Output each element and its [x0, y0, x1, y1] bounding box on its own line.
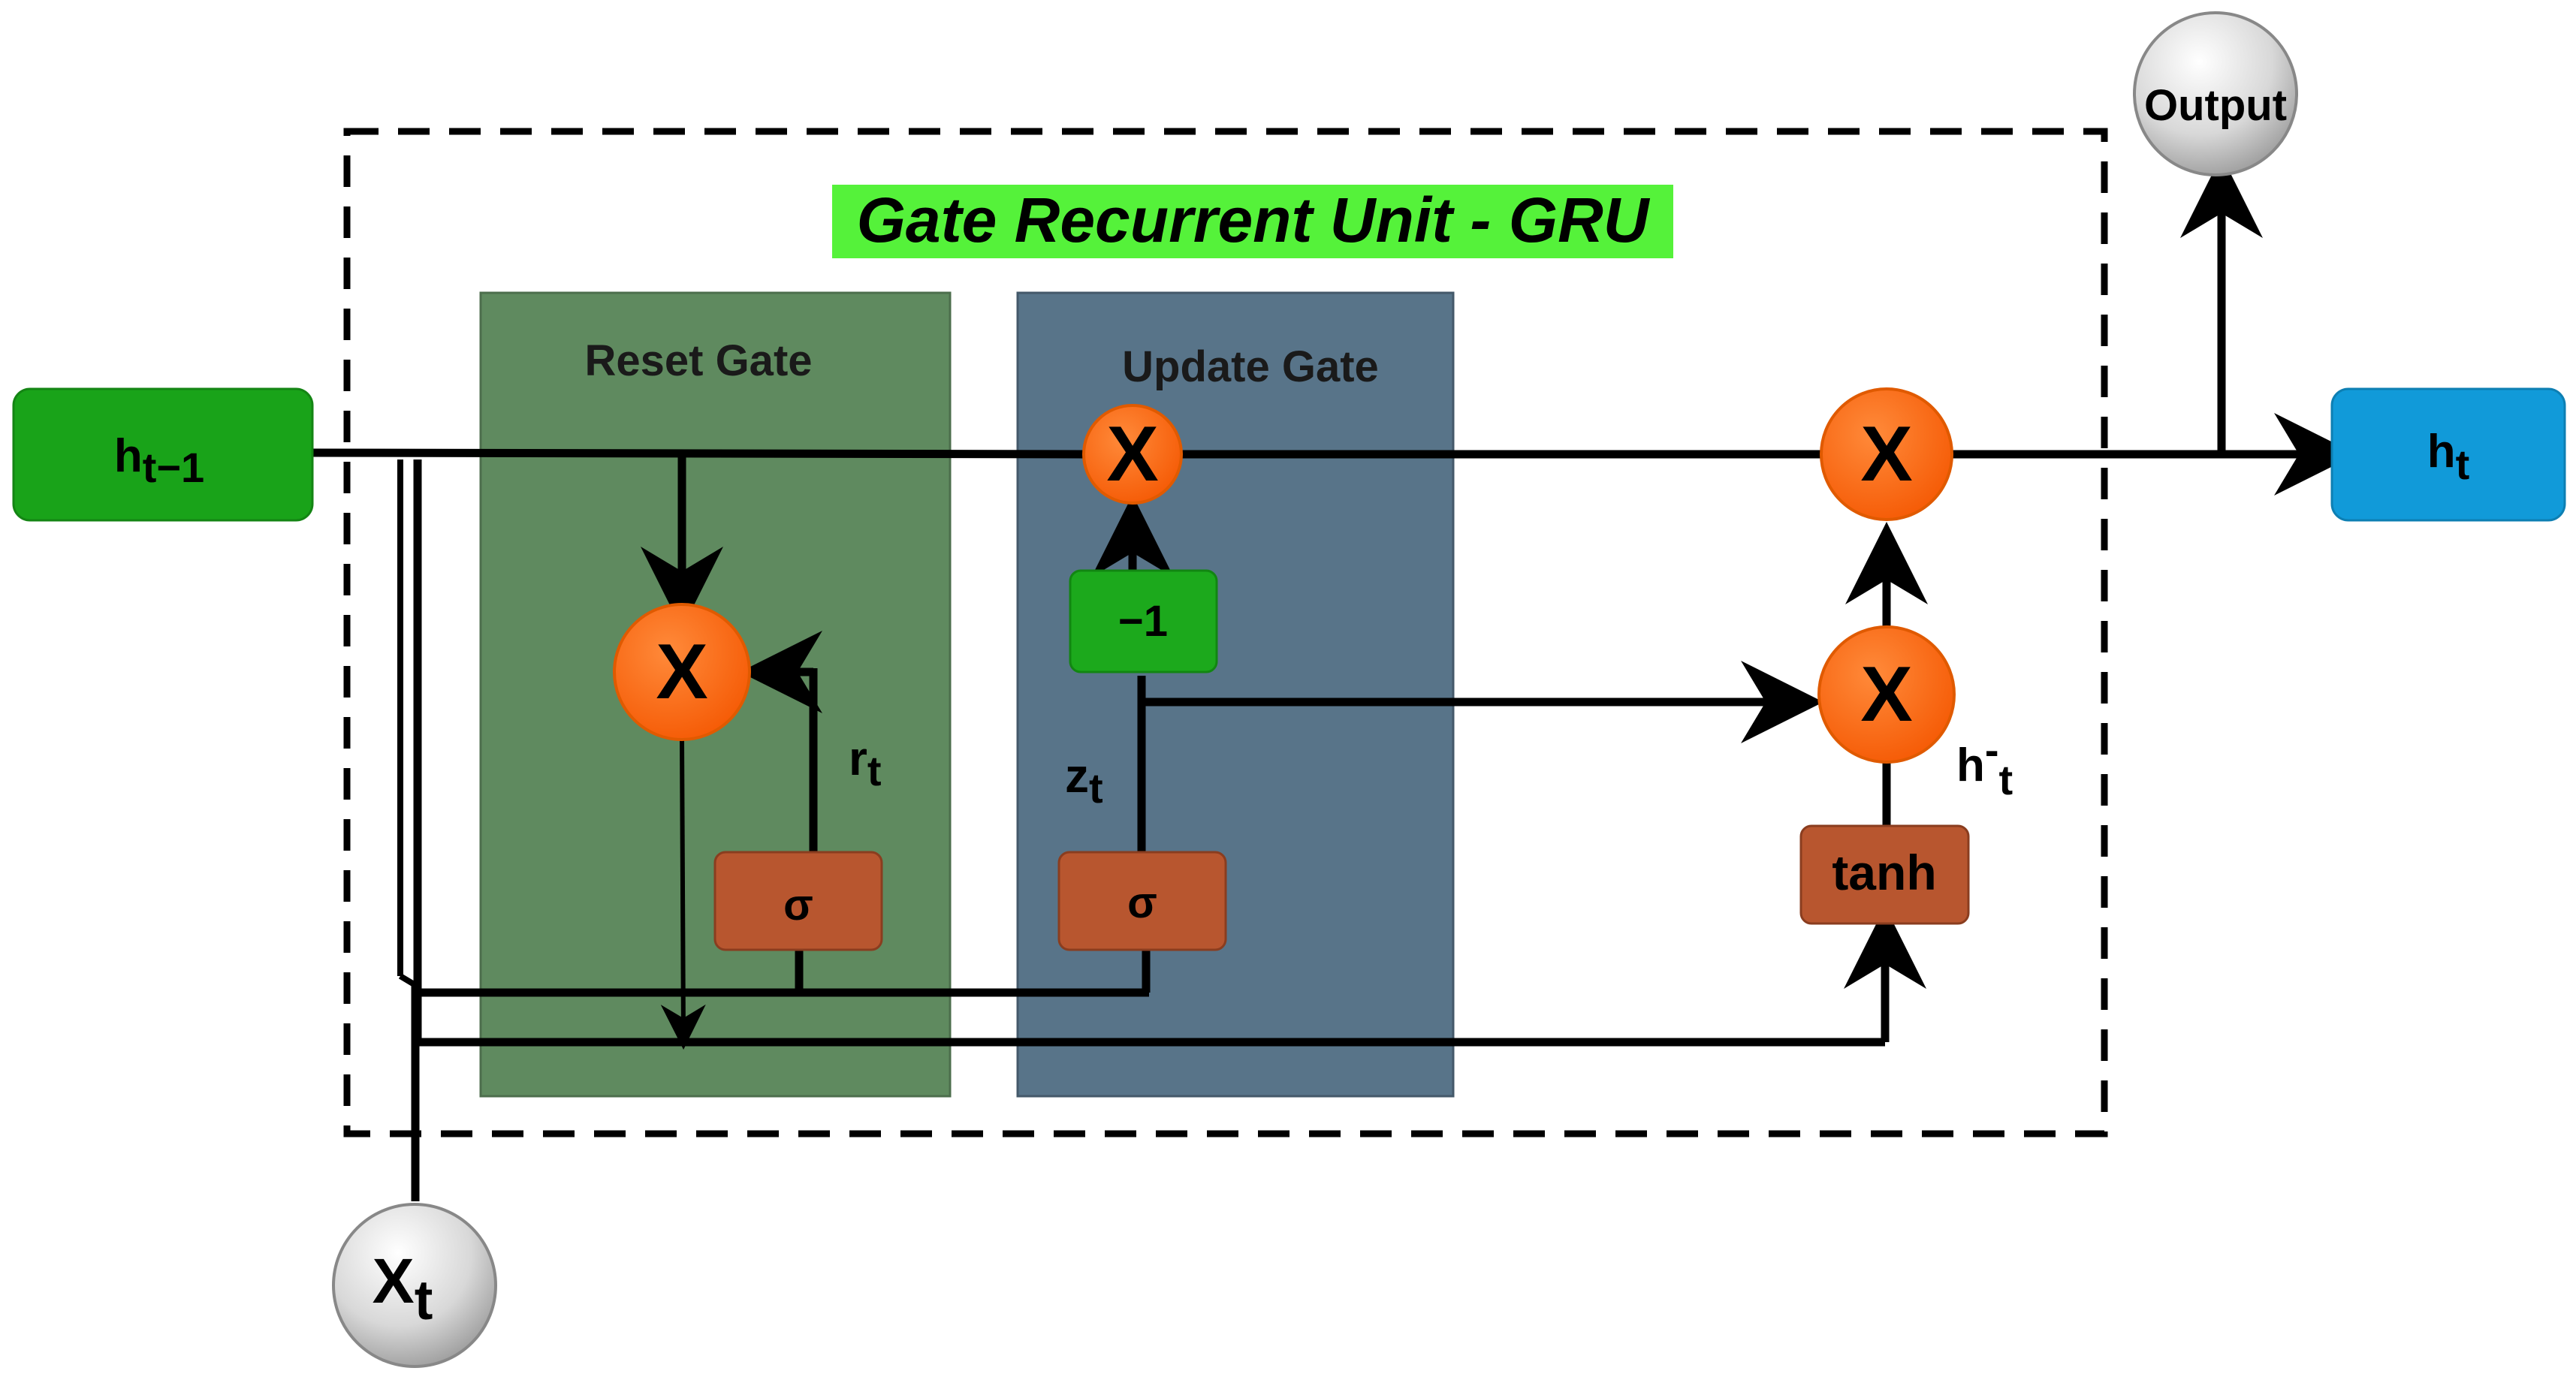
tanh-label: tanh [1832, 845, 1936, 900]
h-t-base: h [2427, 426, 2456, 478]
reset-sigma-label: σ [783, 881, 813, 930]
h-candidate-base: h [1956, 740, 1985, 791]
x-t-sub: t [415, 1269, 433, 1331]
reset-multiply-circle [613, 603, 751, 741]
update-gate-panel [1016, 291, 1455, 1098]
h-prev-base: h [114, 430, 143, 482]
minus-one-box [1069, 569, 1218, 673]
reset-sigma-box [713, 851, 883, 951]
update-sigma-label: σ [1127, 878, 1157, 927]
h-candidate-sup: - [1985, 726, 1999, 773]
tanh-box [1799, 824, 1970, 925]
update-multiply-circle [1082, 404, 1183, 505]
h-candidate-label: h-t [1956, 726, 2013, 803]
update-multiply-symbol: X [1106, 411, 1158, 498]
update-sigma-box [1057, 851, 1227, 951]
reset-multiply-down-line [660, 739, 706, 1050]
output-multiply-symbol: X [1860, 411, 1912, 498]
h-prev-node [12, 387, 314, 522]
gru-boundary [343, 128, 2108, 1137]
connection-lines [311, 155, 2357, 1201]
zt-base: z [1065, 749, 1089, 803]
zt-label: zt [1065, 749, 1103, 812]
update-gate-label: Update Gate [1122, 342, 1379, 391]
title-background [832, 185, 1673, 258]
output-multiply-circle [1820, 387, 1953, 521]
h-t-label: ht [2427, 426, 2470, 488]
hprev-line-to-update-multiply [311, 448, 1084, 459]
output-node-label: Output [2144, 81, 2287, 130]
zt-sub: t [1089, 764, 1103, 812]
x-t-base: X [373, 1246, 415, 1316]
x-t-label: Xt [373, 1246, 433, 1331]
xt-vertical-line-upper [398, 973, 418, 988]
minus-one-label: −1 [1118, 597, 1168, 646]
reset-multiply-node: X [613, 603, 751, 741]
reset-multiply-symbol: X [656, 628, 707, 716]
h-candidate-sub: t [1999, 756, 2013, 803]
rt-sub: t [867, 747, 882, 794]
update-multiply-node: X [1082, 404, 1183, 505]
h-prev-label: ht−1 [114, 430, 204, 491]
h-prev-sub: t−1 [143, 444, 205, 491]
rt-label: rt [849, 731, 882, 794]
candidate-multiply-circle [1817, 625, 1956, 764]
diagram-title: Gate Recurrent Unit - GRU [857, 185, 1651, 255]
candidate-multiply-symbol: X [1860, 651, 1912, 738]
h-t-sub: t [2456, 441, 2470, 488]
output-multiply-node: X [1820, 387, 1953, 521]
reset-gate-label: Reset Gate [584, 336, 812, 385]
candidate-multiply-node: X [1817, 625, 1956, 764]
output-node [2133, 11, 2298, 176]
h-t-node [2330, 387, 2566, 522]
x-t-node [332, 1203, 497, 1368]
rt-base: r [849, 731, 867, 785]
